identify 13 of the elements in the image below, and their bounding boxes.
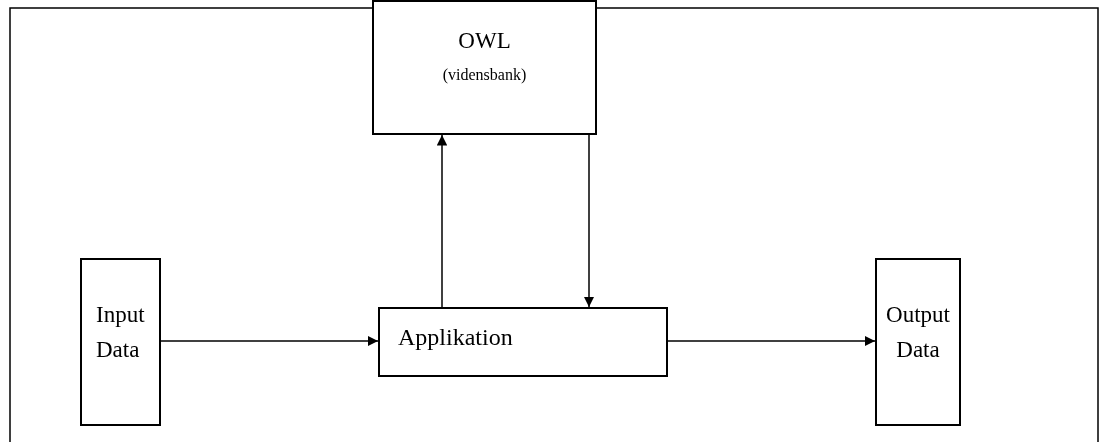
arrow <box>160 335 379 347</box>
box-sublabel: (vidensbank) <box>441 64 528 86</box>
box-label: Input Data <box>96 301 146 364</box>
process-box <box>80 258 161 426</box>
box-label: OWL <box>457 27 512 55</box>
process-box <box>875 258 961 426</box>
knowledge-base-box <box>372 0 597 135</box>
box-label: Output Data <box>885 301 951 364</box>
arrow <box>583 134 595 308</box>
arrow <box>667 335 876 347</box>
box-label: Applikation <box>398 323 514 352</box>
arrow <box>436 134 448 308</box>
process-box <box>378 307 668 377</box>
